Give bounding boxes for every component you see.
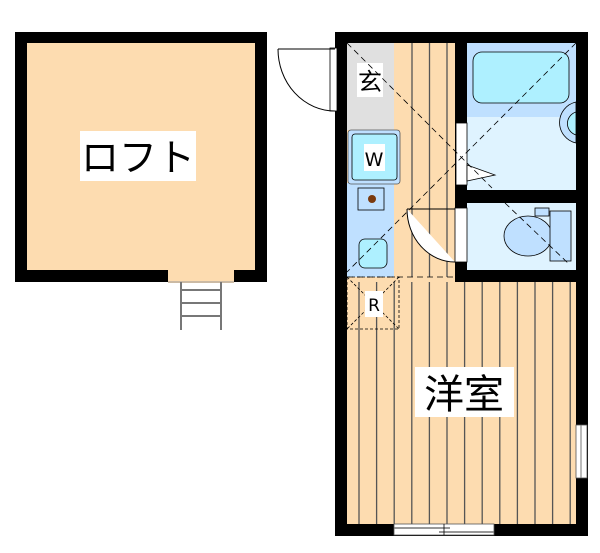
kitchen-sink (358, 238, 388, 269)
loft-label: ロフト (81, 136, 195, 180)
entrance-door[interactable] (277, 47, 338, 112)
fridge-space: R (346, 276, 400, 330)
toilet-room (406, 203, 576, 270)
wash-basin (567, 111, 577, 136)
bathroom-door[interactable] (455, 122, 468, 186)
washing-machine: W (347, 129, 401, 185)
washer-label: W (365, 149, 384, 171)
bottom-window (393, 523, 495, 536)
bathroom (455, 43, 577, 190)
western-room-label: 洋室 (424, 372, 504, 418)
toilet-door[interactable] (406, 207, 468, 263)
main-unit: 玄 W (277, 32, 588, 536)
toilet-tank (549, 210, 572, 262)
ceiling-lines (346, 42, 577, 278)
toilet-bowl (503, 215, 553, 257)
side-window (575, 424, 588, 479)
entrance-label: 玄 (358, 68, 382, 96)
fridge-label: R (368, 296, 380, 316)
stove-burner-icon (368, 195, 376, 203)
loft-ladder (180, 282, 222, 330)
loft-area: ロフト (15, 32, 267, 330)
bathtub (472, 51, 570, 104)
